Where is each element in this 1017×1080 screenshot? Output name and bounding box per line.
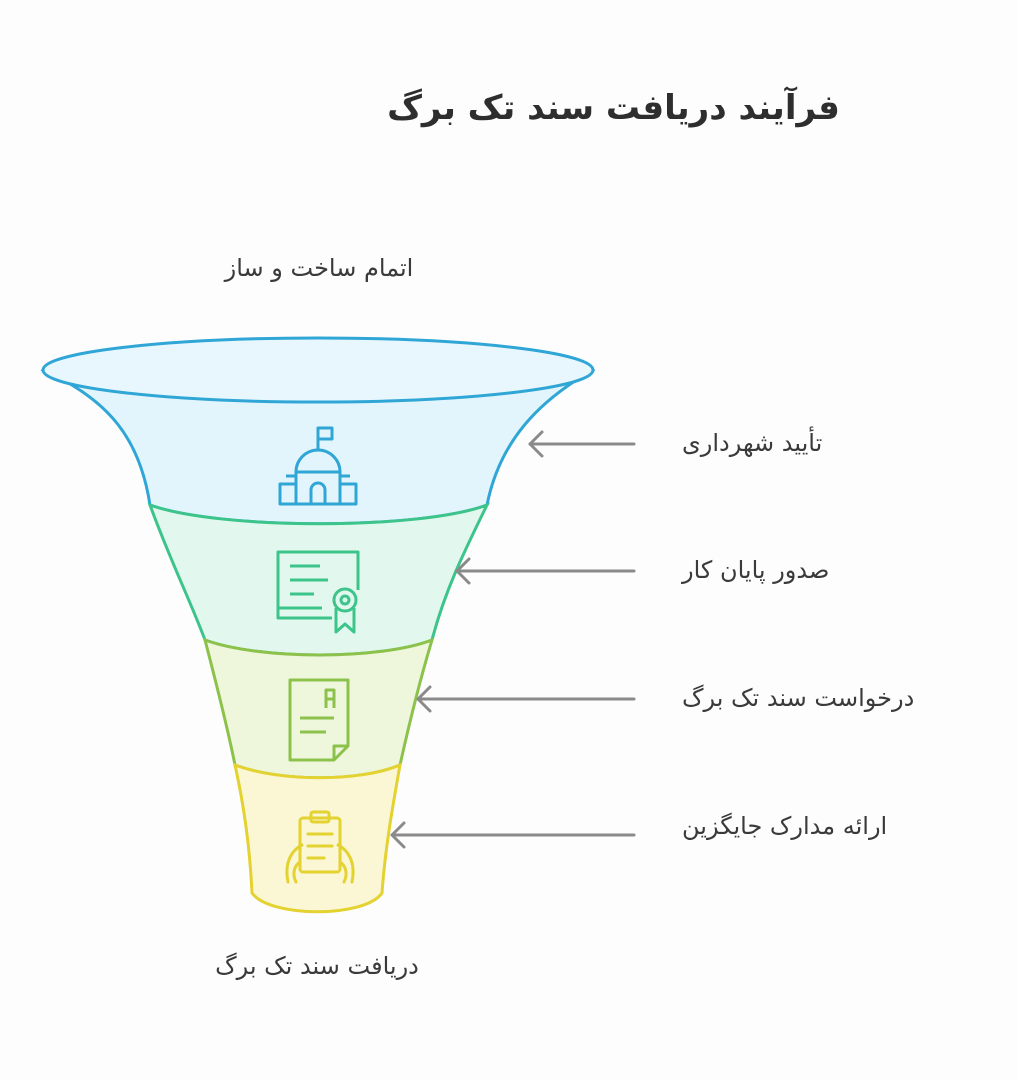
stage-label-1: تأیید شهرداری [682, 429, 823, 457]
certificate-icon [276, 550, 360, 634]
clipboard-hands-icon [285, 810, 355, 884]
municipality-building-icon [278, 426, 358, 506]
funnel-stage-4 [232, 762, 402, 914]
stage-label-4: ارائه مدارک جایگزین [682, 812, 888, 840]
diagram-title: فرآیند دریافت سند تک برگ [387, 88, 840, 128]
arrow-stage-3 [416, 685, 636, 713]
funnel-rim [41, 336, 595, 404]
stage-label-3: درخواست سند تک برگ [682, 684, 915, 712]
document-request-icon [288, 678, 350, 762]
arrow-stage-1 [528, 430, 636, 458]
arrow-stage-2 [455, 557, 636, 585]
arrow-stage-4 [390, 821, 636, 849]
top-label: اتمام ساخت و ساز [224, 254, 414, 282]
funnel-stage-3 [202, 637, 435, 780]
stage-label-2: صدور پایان کار [682, 556, 830, 584]
bottom-label: دریافت سند تک برگ [215, 952, 419, 980]
